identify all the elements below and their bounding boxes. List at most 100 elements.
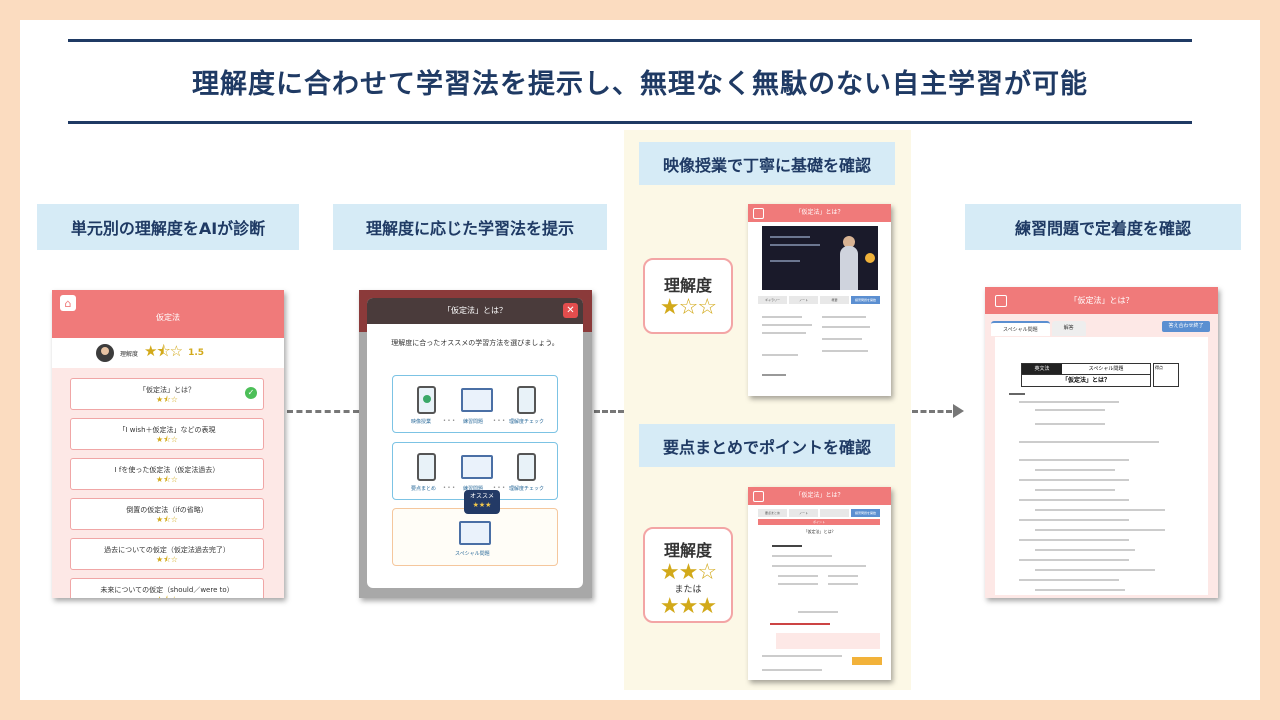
list-item-stars: ★⯪☆: [156, 515, 178, 524]
video-screen: 「仮定法」とは？ ギャラリー ノート 概要 練習問題を開始: [748, 204, 891, 396]
option-special[interactable]: スペシャル問題: [392, 508, 558, 566]
tab[interactable]: ノート: [789, 296, 818, 304]
list-item-name: 「仮定法」とは？: [139, 386, 195, 394]
practice-screen: 「仮定法」とは？ スペシャル問題 解答 答え合わせ終了 英文法 スペシャル問題 …: [985, 287, 1218, 598]
tab[interactable]: ノート: [789, 509, 818, 517]
play-icon[interactable]: [865, 253, 875, 263]
tab[interactable]: ギャラリー: [758, 296, 787, 304]
option-step-label: 練習問題: [463, 486, 484, 492]
option-step-label: スペシャル問題: [455, 551, 490, 557]
video-player[interactable]: [762, 226, 878, 290]
list-item-stars: ★⯪☆: [156, 555, 178, 564]
option-summary[interactable]: 要点まとめ • • • 練習問題 • • • 理解度チェック: [392, 442, 558, 500]
special-book-icon: [459, 521, 491, 545]
option-video[interactable]: 映像授業 • • • 練習問題 • • • 理解度チェック: [392, 375, 558, 433]
list-item[interactable]: 未来についての仮定（should／were to）★⯪☆: [70, 578, 264, 598]
list-item-stars: ★⯪☆: [71, 595, 263, 598]
dots: • • •: [443, 485, 456, 491]
check-icon: ✓: [245, 387, 257, 399]
practice-tabs: スペシャル問題 解答: [991, 321, 1086, 336]
book-icon: [461, 388, 493, 412]
modal-title: 「仮定法」とは？: [443, 306, 507, 315]
start-practice-tab[interactable]: 練習問題を開始: [851, 296, 880, 304]
tab-special[interactable]: スペシャル問題: [991, 321, 1050, 336]
tab[interactable]: [820, 509, 849, 517]
dots: • • •: [493, 418, 506, 424]
score-stars: ★⯪☆: [144, 341, 183, 360]
summary-icon: [417, 453, 436, 481]
finish-check-button[interactable]: 答え合わせ終了: [1162, 321, 1210, 332]
summary-screen: 「仮定法」とは？ 要点まとめ ノート 練習問題を開始 ポイント 「仮定法」とは？: [748, 487, 891, 680]
book-icon: [461, 455, 493, 479]
list-item[interactable]: I fを使った仮定法（仮定法過去）★⯪☆: [70, 458, 264, 490]
close-icon[interactable]: ✕: [563, 303, 578, 318]
home-icon[interactable]: ⌂: [60, 295, 76, 311]
list-item-stars: ★⯪☆: [156, 395, 178, 404]
sheet-type: スペシャル問題: [1088, 366, 1124, 372]
screen-title: 「仮定法」とは？: [795, 492, 844, 499]
list-item[interactable]: 過去についての仮定（仮定法過去完了）★⯪☆: [70, 538, 264, 570]
list-item[interactable]: 倒置の仮定法（ifの省略）★⯪☆: [70, 498, 264, 530]
tab-answer[interactable]: 解答: [1051, 321, 1086, 336]
list-item[interactable]: 「I wish＋仮定法」などの表現★⯪☆: [70, 418, 264, 450]
rikaido-high-box: 理解度 ★★☆ または ★★★: [643, 527, 733, 623]
page-title: 理解度に合わせて学習法を提示し、無理なく無駄のない自主学習が可能: [192, 69, 1088, 100]
method-modal: 「仮定法」とは？ ✕ 理解度に合ったオススメの学習方法を選びましょう。 映像授業 …: [367, 298, 583, 588]
dots: • • •: [443, 418, 456, 424]
recommend-badge: オススメ★★★: [464, 490, 500, 514]
option-step-label: 映像授業: [411, 419, 432, 425]
rikaido-or: または: [674, 585, 702, 595]
point-bar: ポイント: [758, 519, 880, 525]
video-icon: [417, 386, 436, 414]
rikaido-label: 理解度: [663, 541, 712, 560]
tab[interactable]: 要点まとめ: [758, 509, 787, 517]
step2-label: 理解度に応じた学習法を提示: [333, 204, 607, 250]
start-practice-tab[interactable]: 練習問題を開始: [851, 509, 880, 517]
step4-label: 練習問題で定着度を確認: [965, 204, 1241, 250]
score-label: 理解度: [120, 350, 139, 358]
step3b-label: 要点まとめでポイントを確認: [639, 424, 895, 467]
start-practice-button[interactable]: [852, 657, 882, 665]
list-item[interactable]: 「仮定法」とは？★⯪☆ ✓: [70, 378, 264, 410]
dots: • • •: [493, 485, 506, 491]
list-item-name: 未来についての仮定（should／were to）: [100, 586, 234, 594]
list-item-name: 「I wish＋仮定法」などの表現: [118, 426, 216, 434]
menu-icon[interactable]: [995, 295, 1007, 307]
rikaido-stars: ★☆☆: [659, 295, 717, 320]
diagnosis-screen: ⌂ 仮定法 理解度 ★⯪☆ 1.5 「仮定法」とは？★⯪☆✓ 「I wish＋仮…: [52, 290, 284, 598]
arrow-3: [912, 410, 952, 413]
rikaido-stars: ★★★: [659, 594, 717, 619]
option-step-label: 練習問題: [463, 419, 484, 425]
modal-description: 理解度に合ったオススメの学習方法を選びましょう。: [391, 339, 559, 347]
screen-title: 「仮定法」とは？: [795, 209, 844, 216]
tablet-icon: [517, 386, 536, 414]
arrow-3-head: [953, 404, 964, 418]
step3a-label: 映像授業で丁寧に基礎を確認: [639, 142, 895, 185]
option-step-label: 要点まとめ: [411, 486, 437, 492]
rikaido-stars: ★★☆: [659, 560, 717, 585]
bottom-rule: [68, 121, 1192, 124]
sheet-title: 「仮定法」とは？: [1021, 374, 1151, 387]
score-row: 理解度 ★⯪☆ 1.5: [52, 338, 284, 368]
list-item-name: 倒置の仮定法（ifの省略）: [126, 506, 208, 514]
method-select-screen: 「仮定法」とは？ ✕ 理解度に合ったオススメの学習方法を選びましょう。 映像授業 …: [359, 290, 592, 598]
step1-label: 単元別の理解度をAIが診断: [37, 204, 299, 250]
recommend-stars: ★★★: [472, 501, 492, 509]
list-item-name: 過去についての仮定（仮定法過去完了）: [104, 546, 230, 554]
teacher: [840, 246, 858, 290]
arrow-1: [287, 410, 359, 413]
sheet-subject: 英文法: [1022, 364, 1062, 374]
worksheet: 英文法 スペシャル問題 「仮定法」とは？ 得点: [995, 337, 1208, 595]
avatar: [96, 344, 114, 362]
list-item-stars: ★⯪☆: [156, 435, 178, 444]
menu-icon[interactable]: [753, 491, 764, 502]
unit-title: 仮定法: [156, 313, 180, 322]
top-rule: [68, 39, 1192, 42]
menu-icon[interactable]: [753, 208, 764, 219]
option-step-label: 理解度チェック: [509, 419, 545, 425]
rikaido-label: 理解度: [663, 276, 712, 295]
rikaido-low-box: 理解度 ★☆☆: [643, 258, 733, 334]
option-step-label: 理解度チェック: [509, 486, 545, 492]
tab[interactable]: 概要: [820, 296, 849, 304]
list-item-name: I fを使った仮定法（仮定法過去）: [114, 466, 220, 474]
